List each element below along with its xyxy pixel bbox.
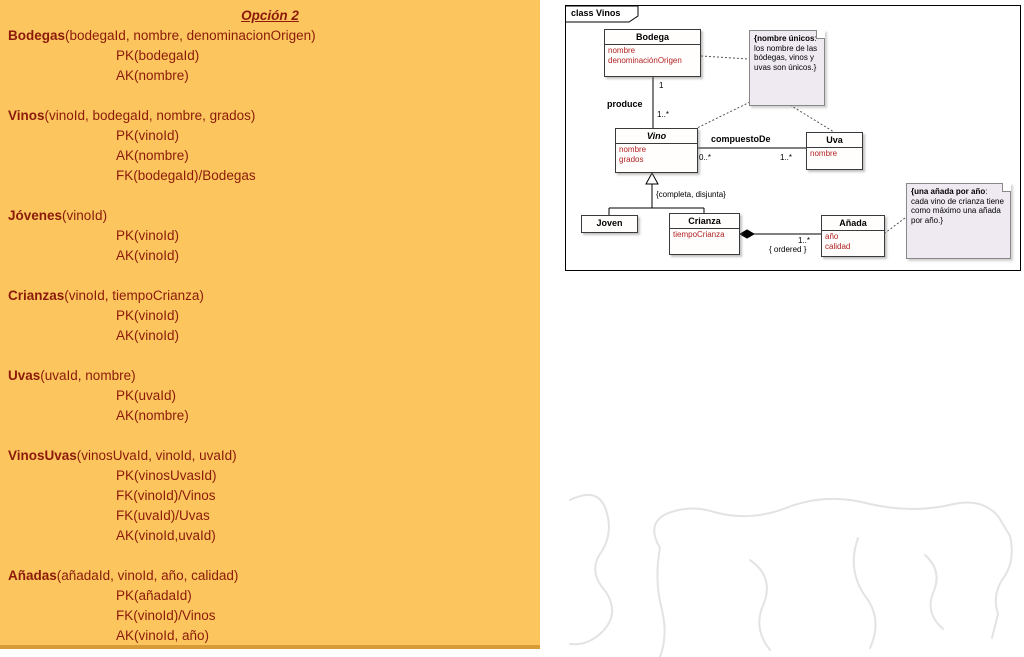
- relation-attrs: (vinosUvaId, vinoId, uvaId): [76, 448, 237, 463]
- class-attribute: nombre: [608, 46, 636, 55]
- frame-tab: class Vinos: [566, 6, 646, 23]
- relation-constraint: AK(nombre): [116, 68, 189, 83]
- class-anada: Añada año calidad: [821, 215, 885, 257]
- class-title: Añada: [839, 218, 867, 228]
- relation-attrs: (vinoId, bodegaId, nombre, grados): [44, 108, 256, 123]
- class-crianza: Crianza tiempoCrianza: [669, 213, 740, 255]
- relation-constraint: AK(vinoId): [116, 328, 180, 343]
- relation-constraint: PK(vinosUvasId): [116, 468, 217, 483]
- relation-crianzas: Crianzas(vinoId, tiempoCrianza) PK(vinoI…: [8, 286, 540, 346]
- class-attribute: tiempoCrianza: [673, 230, 725, 239]
- note-fold-icon: [1002, 183, 1011, 192]
- relation-constraint: PK(vinoId): [116, 228, 180, 243]
- relation-constraint: AK(nombre): [116, 408, 189, 423]
- class-bodega: Bodega nombre denominaciónOrigen: [604, 29, 701, 77]
- note-anada-por-ano: {una añada por año: cada vino de crianza…: [906, 183, 1011, 259]
- class-attribute: calidad: [825, 242, 851, 251]
- multiplicity: 1..*: [780, 153, 793, 162]
- relation-uvas: Uvas(uvaId, nombre) PK(uvaId) AK(nombre): [8, 366, 540, 426]
- relation-attrs: (vinoId, tiempoCrianza): [64, 288, 204, 303]
- relation-constraint: FK(vinoId)/Vinos: [116, 608, 216, 623]
- class-title: Uva: [826, 135, 843, 145]
- class-attribute: grados: [619, 155, 644, 164]
- class-attribute: nombre: [619, 145, 647, 154]
- class-title: Bodega: [635, 32, 669, 42]
- relation-constraint: FK(vinoId)/Vinos: [116, 488, 216, 503]
- association-label-produce: produce: [607, 99, 643, 109]
- relation-name: Vinos: [8, 108, 45, 123]
- relation-name: Bodegas: [8, 28, 66, 43]
- relation-constraint: AK(vinoId,uvaId): [116, 528, 216, 543]
- relation-constraint: AK(vinoId): [116, 248, 180, 263]
- relation-attrs: (vinoId): [62, 208, 108, 223]
- relation-name: Añadas: [8, 568, 57, 583]
- generalization-constraint: {completa, disjunta}: [656, 190, 726, 199]
- relation-name: Crianzas: [8, 288, 65, 303]
- relation-constraint: PK(bodegaId): [116, 48, 200, 63]
- relation-attrs: (uvaId, nombre): [40, 368, 136, 383]
- relation-bodegas: Bodegas(bodegaId, nombre, denominacionOr…: [8, 26, 540, 86]
- relation-constraint: PK(añadaId): [116, 588, 192, 603]
- class-joven: Joven: [581, 215, 638, 233]
- relation-attrs: (bodegaId, nombre, denominacionOrigen): [65, 28, 316, 43]
- relation-constraint: FK(uvaId)/Uvas: [116, 508, 210, 523]
- schema-panel: Opción 2 Bodegas(bodegaId, nombre, denom…: [0, 0, 540, 649]
- note-fold-icon: [816, 30, 825, 39]
- frame-label: class Vinos: [571, 8, 621, 18]
- multiplicity: 0..*: [699, 153, 712, 162]
- uml-frame: class Vinos Bodega nombre denominaciónOr…: [565, 5, 1021, 271]
- relation-name: VinosUvas: [8, 448, 77, 463]
- class-title: Crianza: [688, 216, 721, 226]
- relation-constraint: AK(vinoId, año): [116, 628, 210, 643]
- relation-constraint: PK(vinoId): [116, 308, 180, 323]
- multiplicity: 1: [659, 81, 664, 90]
- composition-constraint: { ordered }: [769, 245, 807, 254]
- multiplicity: 1..*: [798, 236, 811, 245]
- class-title: Vino: [646, 131, 667, 141]
- page-title: Opción 2: [241, 8, 299, 23]
- relation-name: Jóvenes: [8, 208, 63, 223]
- multiplicity: 1..*: [657, 110, 670, 119]
- association-label-compuestode: compuestoDe: [711, 134, 771, 144]
- map-watermark: [569, 493, 1013, 657]
- class-uva: Uva nombre: [806, 132, 863, 170]
- relation-vinos: Vinos(vinoId, bodegaId, nombre, grados) …: [8, 106, 540, 186]
- relation-name: Uvas: [8, 368, 41, 383]
- relation-constraint: AK(nombre): [116, 148, 189, 163]
- class-attribute: nombre: [810, 149, 838, 158]
- class-vino: Vino nombre grados: [615, 128, 698, 173]
- relation-attrs: (añadaId, vinoId, año, calidad): [56, 568, 239, 583]
- relation-jovenes: Jóvenes(vinoId) PK(vinoId) AK(vinoId): [8, 206, 540, 266]
- relation-constraint: FK(bodegaId)/Bodegas: [116, 168, 256, 183]
- class-attribute: año: [825, 232, 839, 241]
- relation-constraint: PK(vinoId): [116, 128, 180, 143]
- relation-vinosuvas: VinosUvas(vinosUvaId, vinoId, uvaId) PK(…: [8, 446, 540, 546]
- relation-anadas: Añadas(añadaId, vinoId, año, calidad) PK…: [8, 566, 540, 646]
- note-nombres-unicos: {nombre únicos: los nombre de las bódega…: [749, 30, 825, 106]
- relation-constraint: PK(uvaId): [116, 388, 177, 403]
- class-attribute: denominaciónOrigen: [608, 56, 682, 65]
- class-title: Joven: [596, 218, 623, 228]
- diagram-connectors: [608, 55, 906, 239]
